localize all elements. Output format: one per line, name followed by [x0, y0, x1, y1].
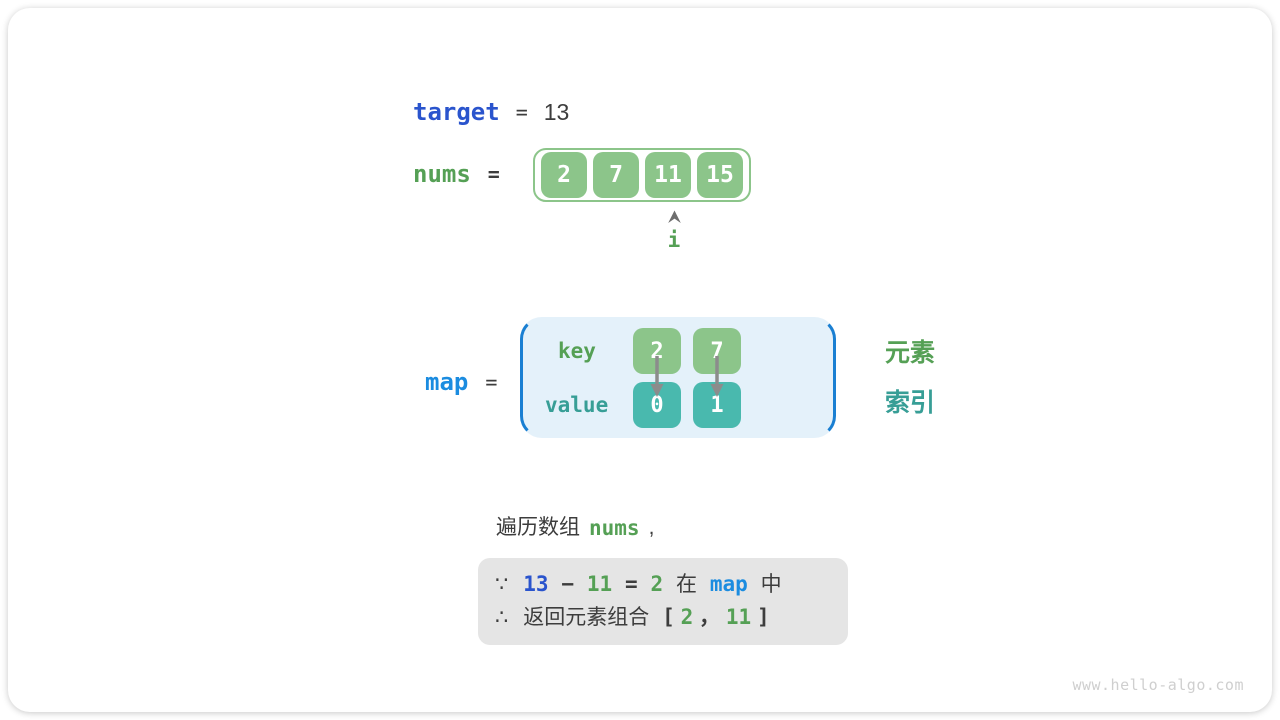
- traverse-prefix: 遍历数组: [496, 516, 580, 539]
- legend-element-label: 元素: [885, 339, 936, 367]
- in-word: 在: [676, 573, 697, 596]
- nums-line-label: nums =: [413, 158, 500, 190]
- minus-sign: −: [561, 572, 575, 596]
- left-bracket: [: [662, 605, 675, 629]
- up-arrow-icon: [667, 210, 681, 223]
- current-number: 11: [586, 572, 613, 596]
- comma: ，: [699, 605, 721, 629]
- conclusion-line-therefore: ∴ 返回元素组合 [ 2 ， 11 ]: [495, 601, 832, 634]
- pointer-label: i: [667, 228, 681, 252]
- return-text: 返回元素组合: [523, 606, 650, 629]
- therefore-symbol: ∴: [495, 606, 509, 629]
- right-bracket: ]: [757, 605, 770, 629]
- array-cell: 11: [645, 152, 691, 198]
- nums-array: 2 7 11 15: [533, 148, 751, 202]
- complement-number: 2: [650, 572, 664, 596]
- watermark: www.hello-algo.com: [1072, 676, 1244, 694]
- because-symbol: ∵: [495, 573, 509, 596]
- nums-label: nums: [413, 160, 471, 188]
- diagram-card: target = 13 nums = 2 7 11 15 i map = key…: [8, 8, 1272, 712]
- equals-sign: =: [487, 162, 500, 186]
- array-cell: 7: [593, 152, 639, 198]
- equals-sign: =: [625, 572, 638, 596]
- map-line-label: map =: [425, 366, 497, 398]
- traverse-nums-code: nums: [589, 516, 640, 540]
- map-label: map: [425, 368, 469, 396]
- equals-sign: =: [515, 100, 528, 124]
- array-cell: 2: [541, 152, 587, 198]
- key-to-value-arrow-icon: [650, 356, 724, 397]
- map-code: map: [709, 572, 748, 596]
- traverse-text: 遍历数组 nums ,: [496, 513, 654, 543]
- key-row-label: key: [558, 339, 596, 363]
- target-value: 13: [543, 98, 570, 125]
- traverse-comma: ,: [648, 516, 655, 539]
- result-value-2: 11: [725, 605, 752, 629]
- map-container: key value 2 7 0 1: [520, 317, 836, 438]
- target-number: 13: [523, 572, 549, 596]
- within-word: 中: [760, 573, 782, 596]
- conclusion-box: ∵ 13 − 11 = 2 在 map 中 ∴ 返回元素组合 [ 2 ， 11 …: [478, 558, 848, 645]
- target-line: target = 13: [413, 96, 569, 128]
- index-pointer: i: [658, 210, 690, 253]
- value-row-label: value: [545, 393, 609, 417]
- conclusion-line-because: ∵ 13 − 11 = 2 在 map 中: [495, 568, 832, 601]
- array-cell: 15: [697, 152, 743, 198]
- equals-sign: =: [485, 370, 498, 394]
- result-value-1: 2: [680, 605, 694, 629]
- legend-index-label: 索引: [885, 389, 936, 417]
- target-label: target: [413, 98, 500, 126]
